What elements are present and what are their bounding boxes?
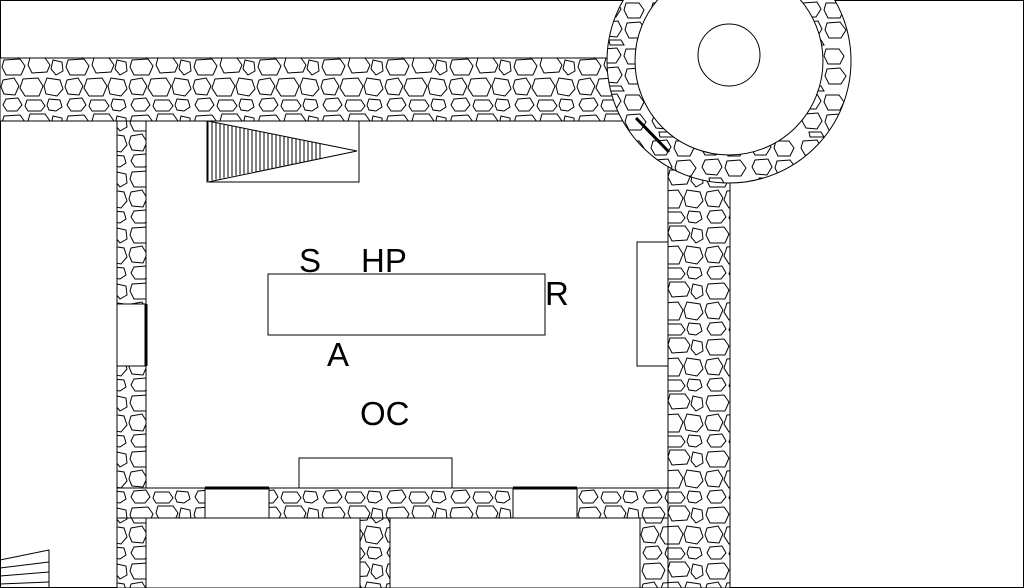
bottom-wall-left [116,487,206,519]
lower-room-2 [389,517,641,588]
bench-right [636,241,669,367]
exterior-steps [0,549,50,588]
openings [144,116,671,490]
partition-wall-1 [116,517,147,588]
bottom-wall-right [576,487,669,519]
staircase [206,120,360,183]
partition-wall-2 [359,517,391,588]
stone-walls [0,57,731,588]
label-s: S [299,242,322,279]
bottom-wall-middle [268,487,514,519]
tower-column [697,23,761,87]
right-wall [667,159,731,588]
label-hp: HP [361,242,407,279]
door-recess-left [204,487,270,519]
left-wall-upper [116,120,147,305]
corner-wall [639,517,669,588]
lower-room-1 [145,517,361,588]
left-window-recess [116,303,147,367]
top-wall [0,57,641,122]
left-wall-lower [116,365,147,489]
stair-edge [207,120,358,152]
round-tower [606,0,852,184]
tower-door [634,116,671,154]
door-recess-right [512,487,578,519]
central-table [267,273,546,336]
bench-bottom [298,457,453,489]
label-a: A [327,336,350,373]
label-r: R [545,275,569,312]
stair-edge [207,150,358,183]
label-oc: OC [360,395,410,432]
stair-treads [207,120,358,183]
